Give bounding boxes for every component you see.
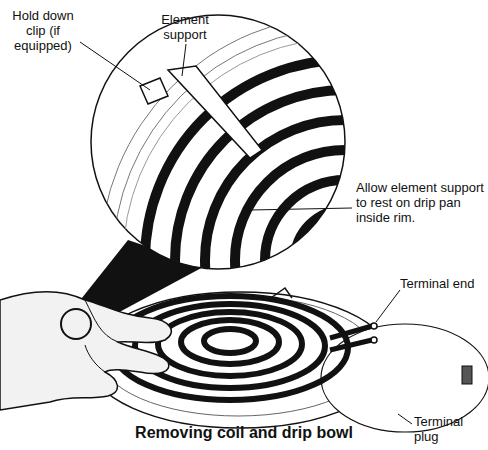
part-label: Terminal plug (414, 414, 488, 444)
element-support (168, 66, 262, 158)
element-support (268, 288, 292, 300)
coil-ring (135, 304, 325, 388)
terminal-pin (371, 337, 377, 343)
coil-ring (181, 320, 279, 364)
leader-line (376, 290, 400, 322)
focus-circle (61, 309, 91, 339)
terminal-leads (330, 326, 372, 350)
coil-turn (295, 210, 395, 310)
coil-ring (158, 312, 302, 376)
part-label: Hold down clip (if equipped) (2, 8, 84, 53)
terminal-pin (371, 323, 377, 329)
leader-line (80, 42, 150, 90)
hand-detail (85, 300, 118, 372)
hold-down-clip (140, 78, 168, 104)
hand (0, 292, 171, 410)
leader-line (398, 414, 412, 424)
part-label: Element support (150, 12, 220, 42)
part-label: Allow element support to rest on drip pa… (356, 180, 484, 225)
leader-line (250, 208, 352, 210)
plug-block (462, 366, 472, 384)
leader-line (182, 44, 186, 76)
coil-element (112, 288, 377, 400)
part-label: Terminal end (400, 276, 488, 291)
leader-lines (80, 42, 412, 424)
coil-ring (204, 329, 256, 353)
figure-caption: Removing coil and drip bowl (0, 424, 488, 442)
coil-ring (112, 296, 348, 400)
